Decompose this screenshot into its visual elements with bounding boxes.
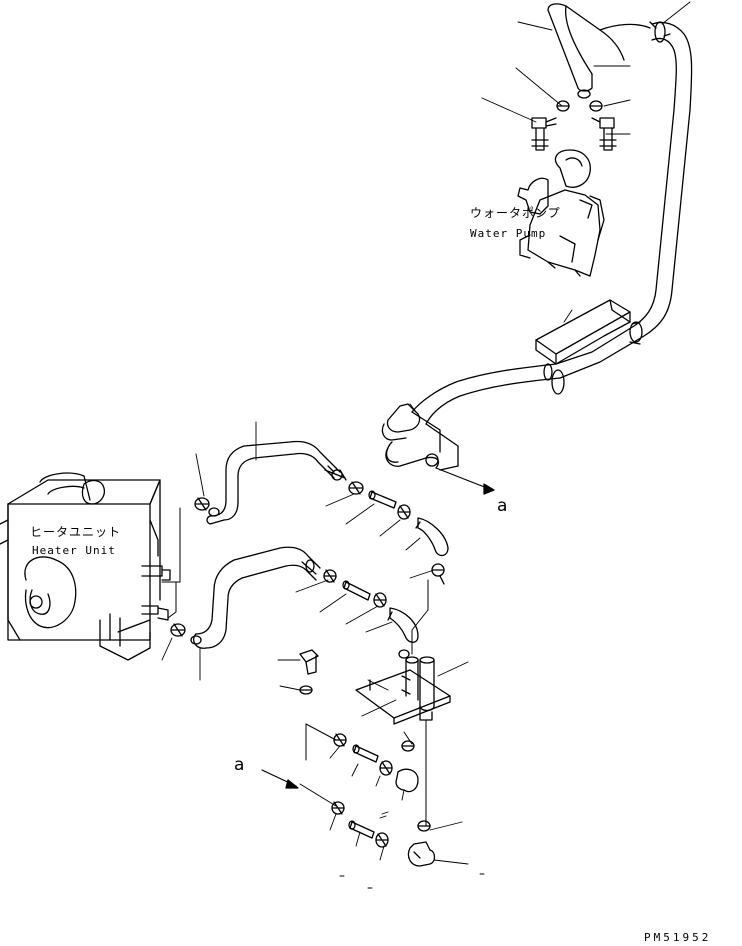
fittings-lower-set-2 [331,801,436,867]
heater-unit-label-en: Heater Unit [32,544,116,557]
lower-heater-pipe [192,546,321,649]
upper-heater-pipe [206,440,347,525]
heater-unit-label-jp: ヒータユニット [30,525,122,539]
reference-a-lower: a [234,755,245,775]
water-pump-label-jp: ウォータポンプ [470,206,561,220]
fittings-upper-row [348,481,449,557]
clamp-group-left [170,497,220,645]
bracket-plate [355,649,451,725]
water-pump-label-en: Water Pump [470,227,547,240]
bolt-and-washer [299,649,319,695]
return-pipe-right [555,21,693,379]
middle-heater-hose [381,363,565,495]
heater-nipples [117,565,171,633]
leader-lines [161,1,691,889]
heater-unit [0,472,161,661]
drain-cock-right [591,117,617,151]
drawing-code: PM51952 [644,931,712,944]
water-pump-assembly [517,149,605,277]
guide-lines [161,507,429,827]
coolant-tank [535,299,631,365]
pump-upper-hose [547,3,651,112]
arrow-a-lower [261,769,299,789]
fittings-lower-set-1 [333,733,419,793]
reference-a-upper: a [497,496,508,516]
fittings-middle-row [323,563,445,643]
drain-cock-left [531,117,557,151]
